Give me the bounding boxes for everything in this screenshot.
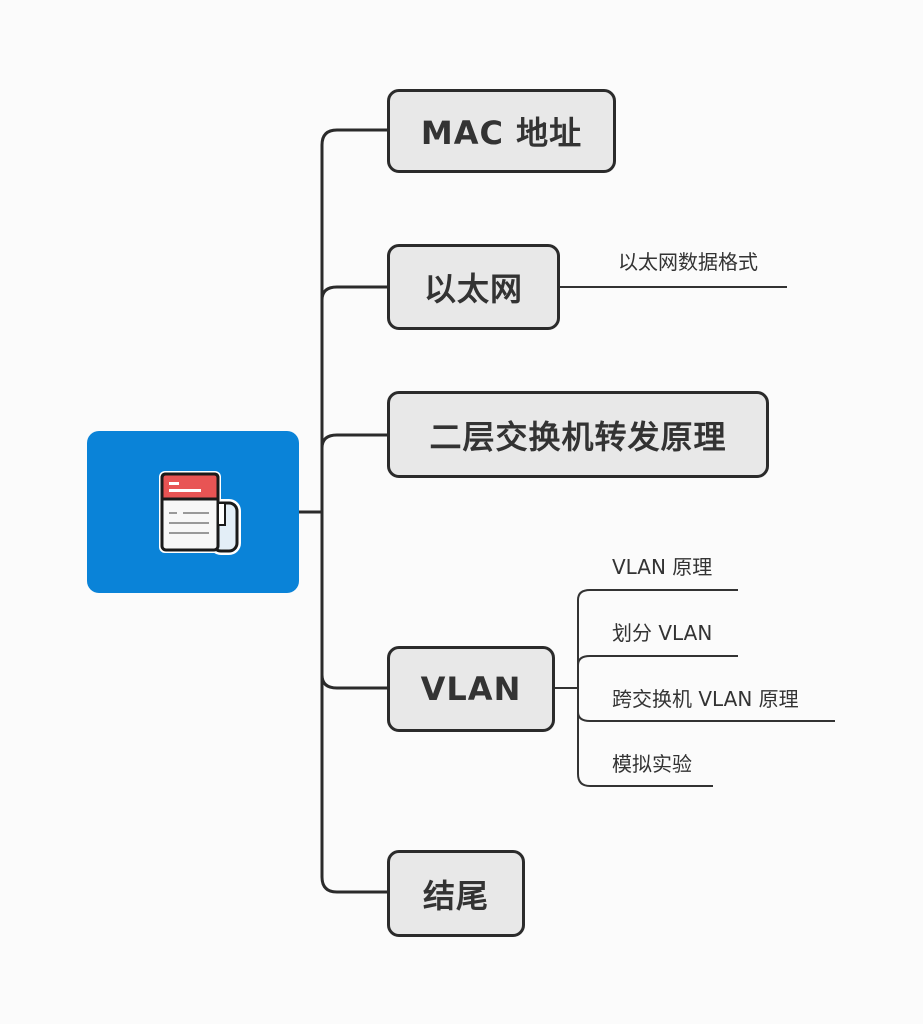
branch-ethernet bbox=[320, 285, 389, 301]
topic-vlan[interactable]: VLAN bbox=[387, 646, 555, 732]
trunk-line bbox=[320, 128, 389, 894]
topic-label: 二层交换机转发原理 bbox=[429, 417, 727, 456]
root-node[interactable] bbox=[87, 431, 299, 593]
topic-label: 以太网 bbox=[423, 270, 523, 308]
topic-conclusion[interactable]: 结尾 bbox=[387, 850, 525, 937]
branch-vlan bbox=[320, 674, 389, 690]
vlan-sub-line-3 bbox=[577, 711, 835, 722]
subtopic-vlan-partition[interactable]: 划分 VLAN bbox=[612, 621, 713, 645]
subtopic-ethernet-frame-format[interactable]: 以太网数据格式 bbox=[618, 250, 758, 274]
topic-mac-address[interactable]: MAC 地址 bbox=[387, 89, 616, 173]
newspaper-icon bbox=[159, 471, 241, 555]
topic-label: VLAN bbox=[420, 670, 522, 708]
topic-label: 结尾 bbox=[422, 876, 489, 915]
subtopic-vlan-principle[interactable]: VLAN 原理 bbox=[612, 555, 713, 579]
branch-switch bbox=[320, 433, 389, 449]
vlan-sub-bracket-2 bbox=[577, 600, 713, 787]
vlan-sub-line-2 bbox=[577, 655, 738, 666]
subtopic-cross-switch-vlan[interactable]: 跨交换机 VLAN 原理 bbox=[612, 687, 799, 711]
vlan-sub-bracket-1 bbox=[577, 589, 738, 601]
topic-label: MAC 地址 bbox=[420, 114, 583, 152]
topic-ethernet[interactable]: 以太网 bbox=[387, 244, 560, 330]
topic-l2-switch-forwarding[interactable]: 二层交换机转发原理 bbox=[387, 391, 769, 478]
subtopic-simulation-lab[interactable]: 模拟实验 bbox=[612, 752, 692, 776]
